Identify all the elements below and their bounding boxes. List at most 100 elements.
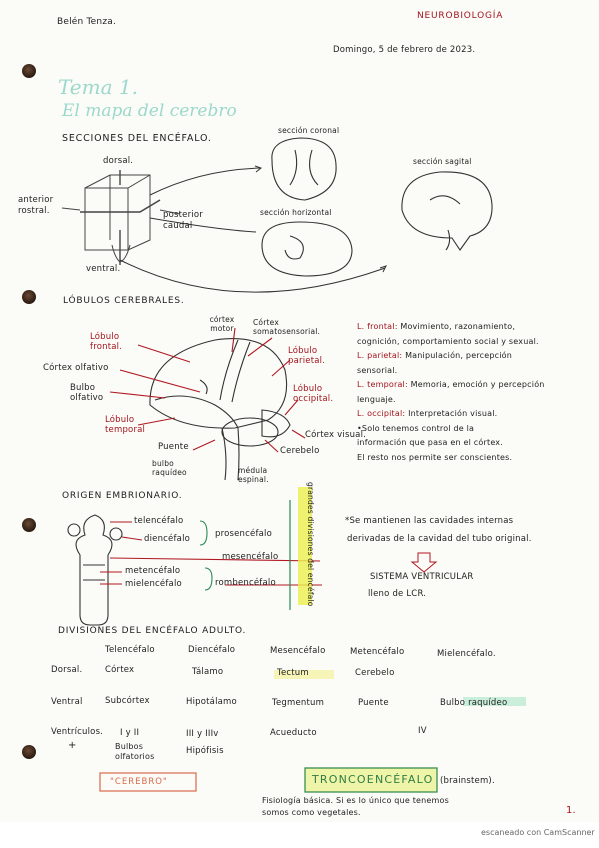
lleno-de-lcr: lleno de LCR. — [368, 589, 427, 599]
label-cortex-motor: córtex motor — [209, 315, 235, 333]
brain-block-sketch — [61, 170, 181, 265]
col-mesencefalo: Mesencéfalo — [270, 646, 326, 656]
ventriculo-3: III y IIIv — [186, 729, 219, 739]
fisiologia-line-1: Fisiología básica. Si es lo único que te… — [262, 796, 450, 805]
label-posterior: posterior — [163, 210, 203, 220]
subject-title: NEUROBIOLOGÍA — [417, 11, 504, 21]
ventral-tegmentum: Tegmentum — [272, 698, 325, 708]
tema-heading: Tema 1. — [58, 75, 138, 99]
ventral-puente: Puente — [358, 698, 389, 708]
label-dorsal: dorsal. — [103, 156, 134, 166]
page-subtitle: El mapa del cerebro — [62, 101, 237, 121]
dorsal-talamo: Tálamo — [192, 667, 224, 677]
origen-note-2: derivadas de la cavidad del tubo origina… — [347, 534, 532, 544]
label-telencefalo: telencéfalo — [134, 516, 184, 526]
note-line: L. temporal: Memoria, emoción y percepci… — [357, 380, 545, 389]
label-puente: Puente — [158, 442, 189, 452]
sketches — [61, 137, 526, 793]
lobulos-notes: L. frontal: Movimiento, razonamiento, co… — [357, 320, 582, 465]
lateral-brain-sketch — [149, 338, 291, 481]
divisiones-heading: DIVISIONES DEL ENCÉFALO ADULTO. — [58, 626, 247, 636]
hole-punch — [22, 518, 36, 532]
hipofisis: Hipófisis — [186, 746, 224, 756]
bulbos-olfatorios: Bulbos olfatorios — [115, 742, 155, 761]
label-cortex-somatosensorial: Córtex somatosensorial. — [253, 318, 321, 336]
col-mielencefalo: Mielencéfalo. — [437, 649, 496, 659]
page-number: 1. — [566, 805, 576, 816]
cerebro-box-label: "CEREBRO" — [110, 777, 168, 787]
note-line: lenguaje. — [357, 394, 396, 404]
note-line: L. parietal: Manipulación, percepción — [357, 351, 513, 360]
hole-punch — [22, 64, 36, 78]
troncoencefalo-box-label: TRONCOENCÉFALO — [312, 773, 434, 786]
label-rombencefalo: rombencéfalo — [215, 578, 276, 588]
bullet-line: El resto nos permite ser conscientes. — [357, 452, 513, 462]
label-sagital: sección sagital — [413, 157, 472, 166]
label-arrows — [109, 327, 306, 453]
row-ventral-label: Ventral — [51, 697, 83, 707]
bullet-line: •Solo tenemos control de la — [357, 423, 475, 433]
fisiologia-line-2: somos como vegetales. — [262, 808, 361, 817]
author-name: Belén Tenza. — [57, 17, 117, 27]
label-lobulo-temporal: Lóbulo temporal — [105, 415, 146, 436]
label-rostral: rostral. — [18, 206, 50, 216]
plus-sign: + — [68, 740, 77, 751]
label-ventral: ventral. — [86, 264, 121, 274]
dorsal-cerebelo: Cerebelo — [355, 668, 395, 678]
label-lobulo-occipital: Lóbulo occipital. — [293, 384, 334, 405]
secciones-heading: SECCIONES DEL ENCÉFALO. — [62, 133, 212, 144]
lobulos-heading: LÓBULOS CEREBRALES. — [63, 296, 185, 306]
dorsal-cortex: Córtex — [105, 665, 135, 675]
ventral-bulbo-raquideo: Bulbo raquídeo — [440, 698, 508, 708]
coronal-section-sketch — [271, 137, 337, 201]
sagittal-section-sketch — [401, 171, 493, 251]
label-bulbo-olfativo: Bulbo olfativo — [70, 383, 104, 404]
note-line: cognición, comportamiento social y sexua… — [357, 336, 539, 346]
col-metencefalo: Metencéfalo — [350, 647, 405, 657]
label-coronal: sección coronal — [278, 126, 340, 135]
ventral-subcortex: Subcórtex — [105, 696, 150, 706]
label-cortex-olfativo: Córtex olfativo — [43, 363, 109, 373]
note-line: L. frontal: Movimiento, razonamiento, — [357, 322, 516, 331]
date: Domingo, 5 de febrero de 2023. — [333, 45, 476, 55]
notebook-page — [0, 0, 599, 822]
neural-tube-sketch — [67, 514, 123, 626]
note-line: sensorial. — [357, 365, 398, 375]
label-bulbo-raquideo: bulbo raquídeo — [152, 459, 187, 477]
row-ventriculos-label: Ventrículos. — [51, 727, 104, 737]
ventriculo-1-2: I y II — [120, 728, 140, 738]
label-cerebelo: Cerebelo — [280, 446, 320, 456]
hole-punch — [22, 745, 36, 759]
row-dorsal-label: Dorsal. — [51, 665, 83, 675]
brainstem-label: (brainstem). — [440, 776, 495, 786]
scanner-footer — [0, 822, 599, 848]
vertical-label-grandes-divisiones: grandes divisiones del encéfalo — [306, 482, 315, 607]
origen-note-1: *Se mantienen las cavidades internas — [345, 516, 514, 526]
dorsal-tectum: Tectum — [277, 668, 309, 678]
col-diencefalo: Diencéfalo — [188, 645, 236, 655]
label-lobulo-frontal: Lóbulo frontal. — [90, 332, 123, 353]
down-arrow-icon — [410, 552, 438, 573]
col-telencefalo: Telencéfalo — [105, 645, 155, 655]
label-metencefalo: metencéfalo — [125, 566, 181, 576]
horizontal-section-sketch — [261, 221, 353, 277]
label-mesencefalo: mesencéfalo — [222, 552, 279, 562]
origen-heading: ORIGEN EMBRIONARIO. — [62, 491, 183, 501]
ventriculo-4: IV — [418, 726, 427, 736]
label-lobulo-parietal: Lóbulo parietal. — [288, 346, 326, 367]
note-line: L. occipital: Interpretación visual. — [357, 409, 498, 418]
label-cortex-visual: Córtex visual. — [305, 430, 367, 440]
label-diencefalo: diencéfalo — [144, 534, 191, 544]
acueducto: Acueducto — [270, 728, 317, 738]
scanner-watermark: escaneado con CamScanner — [481, 828, 595, 837]
sistema-ventricular: SISTEMA VENTRICULAR — [370, 572, 474, 582]
label-anterior: anterior — [18, 195, 54, 205]
label-prosencefalo: prosencéfalo — [215, 529, 273, 539]
label-caudal: caudal — [163, 221, 193, 231]
label-mielencefalo: mielencéfalo — [125, 579, 182, 589]
label-medula: médula espinal. — [238, 466, 269, 484]
bullet-line: información que pasa en el córtex. — [357, 438, 503, 447]
hole-punch — [22, 290, 36, 304]
ventral-hipotalamo: Hipotálamo — [186, 697, 237, 707]
label-horizontal: sección horizontal — [260, 208, 332, 217]
